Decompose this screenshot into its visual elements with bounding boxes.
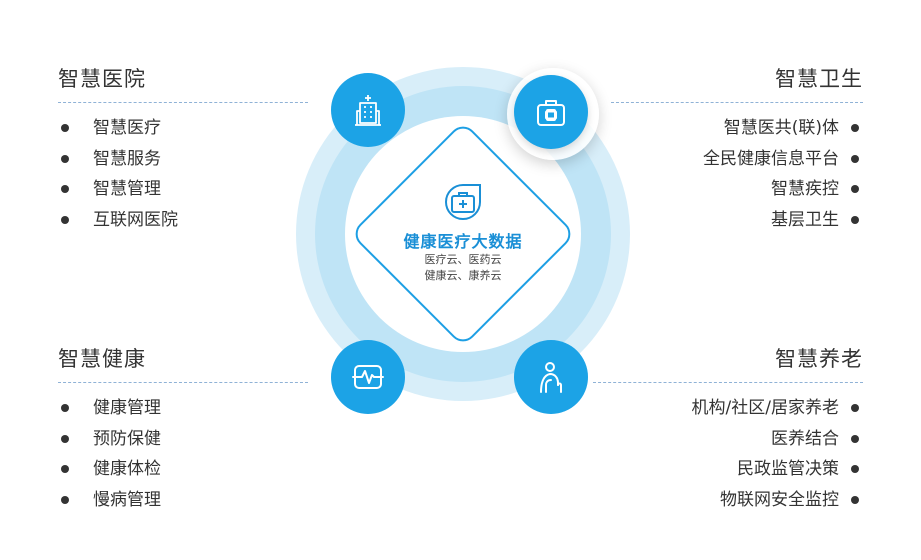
section-list: 智慧医共(联)体 全民健康信息平台 智慧疾控 基层卫生	[611, 113, 863, 235]
list-item-label: 健康管理	[93, 398, 161, 418]
monitor-node	[331, 340, 405, 414]
list-item: 医养结合	[593, 424, 863, 455]
list-item-label: 预防保健	[93, 428, 161, 449]
section-list: 健康管理 预防保健 健康体检 慢病管理	[58, 393, 308, 515]
list-item-label: 智慧疾控	[771, 179, 839, 199]
hospital-node	[331, 73, 405, 147]
bullet-icon	[851, 154, 859, 163]
section-smart-hospital: 智慧医院 智慧医疗 智慧服务 智慧管理 互联网医院	[58, 69, 308, 235]
list-item-label: 智慧服务	[93, 148, 161, 169]
section-title: 智慧医院	[58, 67, 146, 91]
section-title: 智慧健康	[58, 347, 146, 371]
elderly-node	[514, 340, 588, 414]
list-item: 民政监管决策	[593, 454, 863, 485]
list-item: 智慧疾控	[611, 174, 863, 205]
bullet-icon	[61, 495, 69, 504]
center-title: 健康医疗大数据	[403, 232, 523, 251]
section-list: 机构/社区/居家养老 医养结合 民政监管决策 物联网安全监控	[593, 393, 863, 515]
bullet-icon	[61, 185, 69, 194]
section-title: 智慧卫生	[775, 67, 863, 91]
list-item-label: 医养结合	[771, 428, 839, 449]
center-label: 健康医疗大数据 医疗云、医药云 健康云、康养云	[373, 182, 553, 284]
center-subtitle-2: 健康云、康养云	[424, 269, 502, 282]
list-item: 慢病管理	[58, 485, 308, 516]
medkit-node	[514, 75, 588, 149]
list-item-label: 机构/社区/居家养老	[691, 398, 839, 418]
list-item: 智慧管理	[58, 174, 308, 205]
list-item-label: 智慧医疗	[93, 118, 161, 138]
section-smart-elderly-care: 智慧养老 机构/社区/居家养老 医养结合 民政监管决策 物联网安全监控	[593, 349, 863, 515]
medical-kit-icon	[537, 100, 565, 126]
section-smart-health: 智慧健康 健康管理 预防保健 健康体检 慢病管理	[58, 349, 308, 515]
section-title: 智慧养老	[775, 347, 863, 371]
list-item-label: 全民健康信息平台	[703, 148, 839, 169]
list-item: 智慧服务	[58, 144, 308, 175]
heartbeat-monitor-icon	[352, 365, 384, 389]
list-item-label: 基层卫生	[771, 209, 839, 230]
section-divider	[611, 102, 863, 103]
bullet-icon	[851, 465, 859, 474]
bullet-icon	[851, 404, 859, 413]
list-item-label: 健康体检	[93, 459, 161, 479]
list-item: 全民健康信息平台	[611, 144, 863, 175]
bullet-icon	[61, 465, 69, 474]
elderly-person-icon	[540, 362, 562, 393]
section-list: 智慧医疗 智慧服务 智慧管理 互联网医院	[58, 113, 308, 235]
section-divider	[593, 382, 863, 383]
list-item: 智慧医共(联)体	[611, 113, 863, 144]
section-divider	[58, 102, 308, 103]
bullet-icon	[61, 124, 69, 133]
list-item-label: 互联网医院	[93, 209, 178, 230]
list-item-label: 智慧医共(联)体	[723, 118, 839, 138]
bullet-icon	[851, 124, 859, 133]
list-item: 互联网医院	[58, 205, 308, 236]
bullet-icon	[851, 495, 859, 504]
bullet-icon	[61, 154, 69, 163]
bullet-icon	[61, 404, 69, 413]
bullet-icon	[61, 434, 69, 443]
center-subtitle-1: 医疗云、医药云	[424, 253, 502, 266]
section-smart-public-health: 智慧卫生 智慧医共(联)体 全民健康信息平台 智慧疾控 基层卫生	[611, 69, 863, 235]
list-item: 基层卫生	[611, 205, 863, 236]
list-item: 预防保健	[58, 424, 308, 455]
list-item-label: 智慧管理	[93, 179, 161, 199]
bullet-icon	[61, 215, 69, 224]
section-divider	[58, 382, 308, 383]
list-item: 物联网安全监控	[593, 485, 863, 516]
list-item: 健康管理	[58, 393, 308, 424]
list-item-label: 慢病管理	[93, 489, 161, 510]
medical-kit-icon	[445, 184, 481, 220]
bullet-icon	[851, 434, 859, 443]
list-item-label: 民政监管决策	[737, 459, 839, 479]
list-item: 智慧医疗	[58, 113, 308, 144]
hospital-building-icon	[355, 95, 381, 126]
list-item: 健康体检	[58, 454, 308, 485]
list-item-label: 物联网安全监控	[720, 489, 839, 510]
bullet-icon	[851, 185, 859, 194]
bullet-icon	[851, 215, 859, 224]
list-item: 机构/社区/居家养老	[593, 393, 863, 424]
